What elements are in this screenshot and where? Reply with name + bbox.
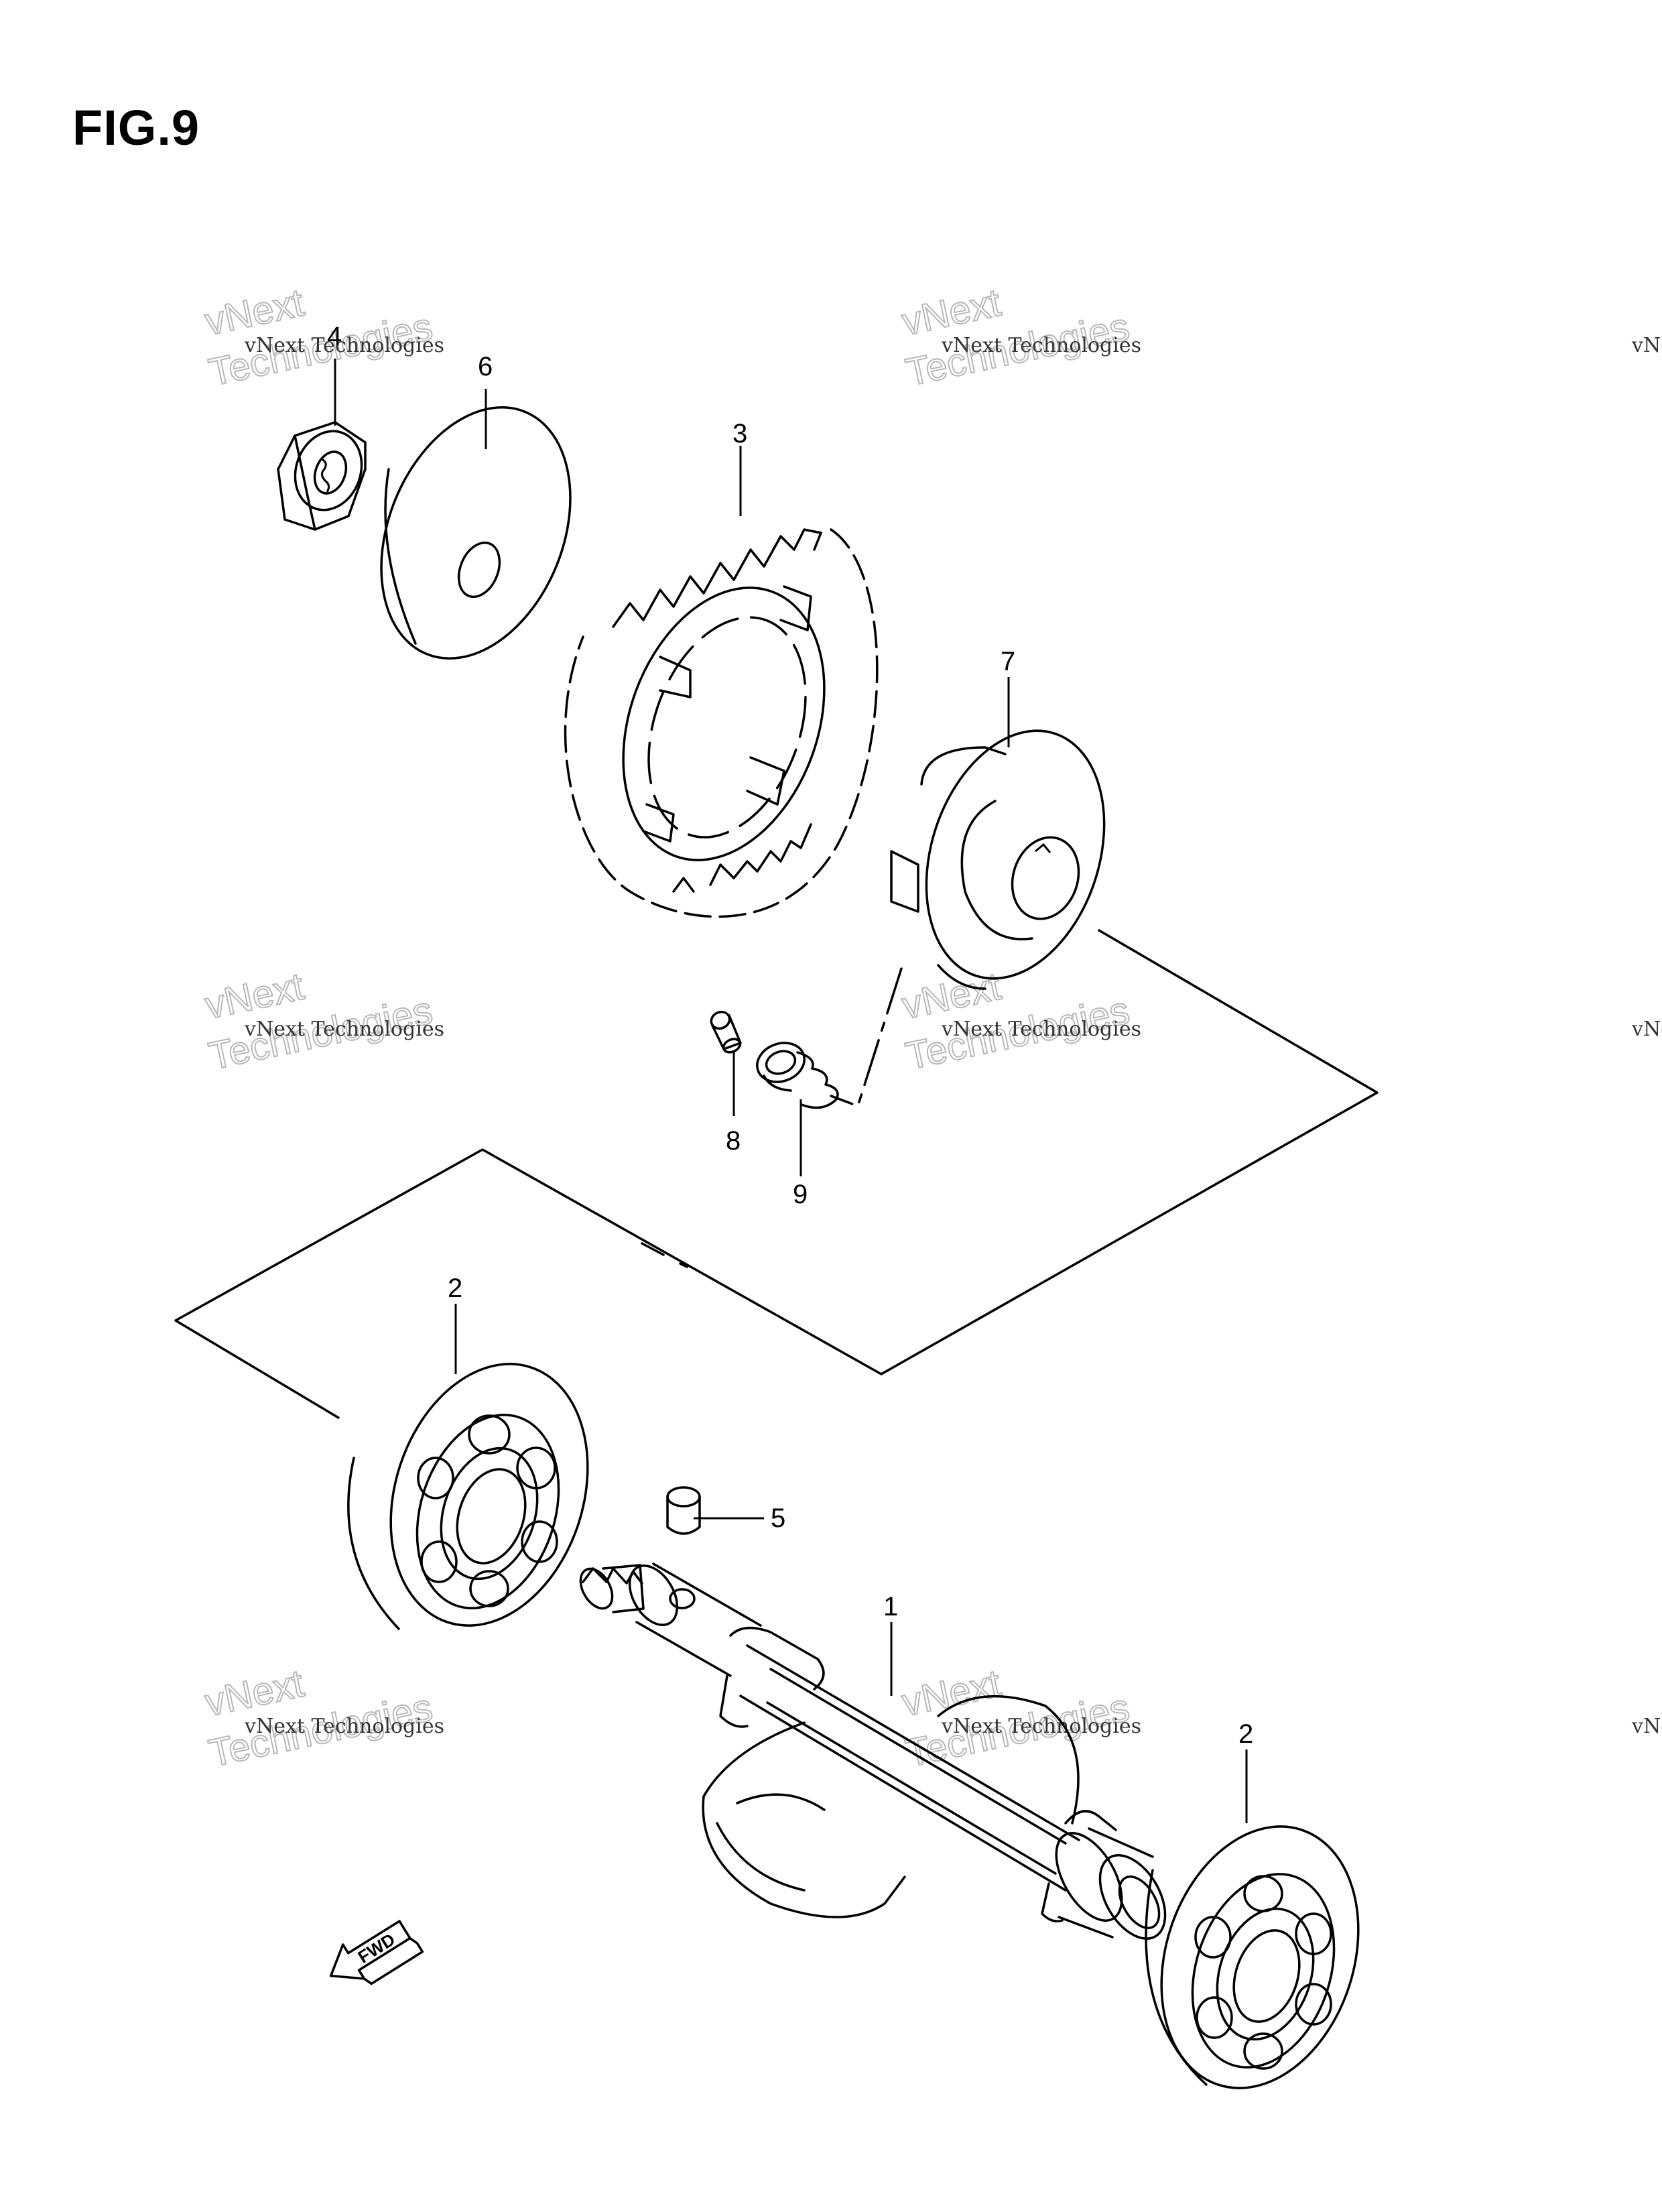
callout-2-left: 2 (448, 1274, 462, 1303)
svg-text:vNext Technologies: vNext Technologies (244, 1018, 444, 1041)
svg-text:vNext Technologies: vNext Technologies (941, 1018, 1141, 1041)
callout-6: 6 (478, 352, 493, 381)
svg-text:vNext Technologies: vNext Technologies (941, 334, 1141, 357)
svg-text:vNext Technologies: vNext Technologies (1631, 1018, 1662, 1041)
svg-text:vNext Technologies: vNext Technologies (1631, 334, 1662, 357)
svg-text:vNext Technologies: vNext Technologies (1631, 1715, 1662, 1738)
dowel-part-4 (666, 1486, 701, 1535)
callout-4: 5 (771, 1503, 785, 1533)
callout-1: 1 (883, 1592, 898, 1621)
cam-part-7 (890, 729, 1106, 990)
forward-arrow-icon (329, 1920, 411, 1980)
assembly-leader-line (830, 967, 903, 1107)
bearing-part-2-left (347, 1363, 589, 1630)
washer-part-6 (380, 406, 572, 660)
callout-5: 4 (327, 322, 342, 351)
callout-8: 8 (726, 1126, 741, 1156)
assembly-bracket-line (174, 929, 1379, 1419)
callout-leaders (334, 359, 1248, 1823)
watermark: vNext Technologies (1631, 1715, 1662, 1738)
nut-part-5 (277, 421, 367, 531)
bearing-part-2-right (1145, 1825, 1360, 2089)
watermark: vNext Technologies vNext Technologies (200, 1661, 444, 1776)
pin-part-8 (710, 1010, 742, 1054)
forward-direction-badge: FWD (329, 1920, 424, 1985)
watermark: vNext Technologies (1631, 1018, 1662, 1041)
gear-part-3 (564, 528, 879, 918)
watermark: vNext Technologies (1631, 334, 1662, 357)
assembly-bracket-break (641, 1242, 688, 1268)
watermark-group: vNext Technologies vNext Technologies vN… (200, 280, 1662, 1776)
callout-9: 9 (793, 1180, 808, 1209)
watermark: vNext Technologies vNext Technologies (897, 1661, 1141, 1776)
callout-2-right: 2 (1238, 1719, 1253, 1749)
figure-title: FIG.9 (72, 100, 200, 156)
svg-text:vNext Technologies: vNext Technologies (244, 334, 444, 357)
svg-text:vNext Technologies: vNext Technologies (941, 1715, 1141, 1738)
svg-text:vNext Technologies: vNext Technologies (244, 1715, 444, 1738)
watermark: vNext Technologies vNext Technologies (897, 964, 1141, 1079)
watermark: vNext Technologies vNext Technologies (200, 964, 444, 1079)
watermark: vNext Technologies vNext Technologies (200, 280, 444, 395)
watermark: vNext Technologies vNext Technologies (897, 280, 1141, 395)
spring-part-9 (756, 1042, 839, 1109)
callout-3: 3 (732, 419, 747, 448)
balancer-shaft-part-1 (579, 1562, 1167, 1940)
callout-7: 7 (1001, 647, 1015, 676)
